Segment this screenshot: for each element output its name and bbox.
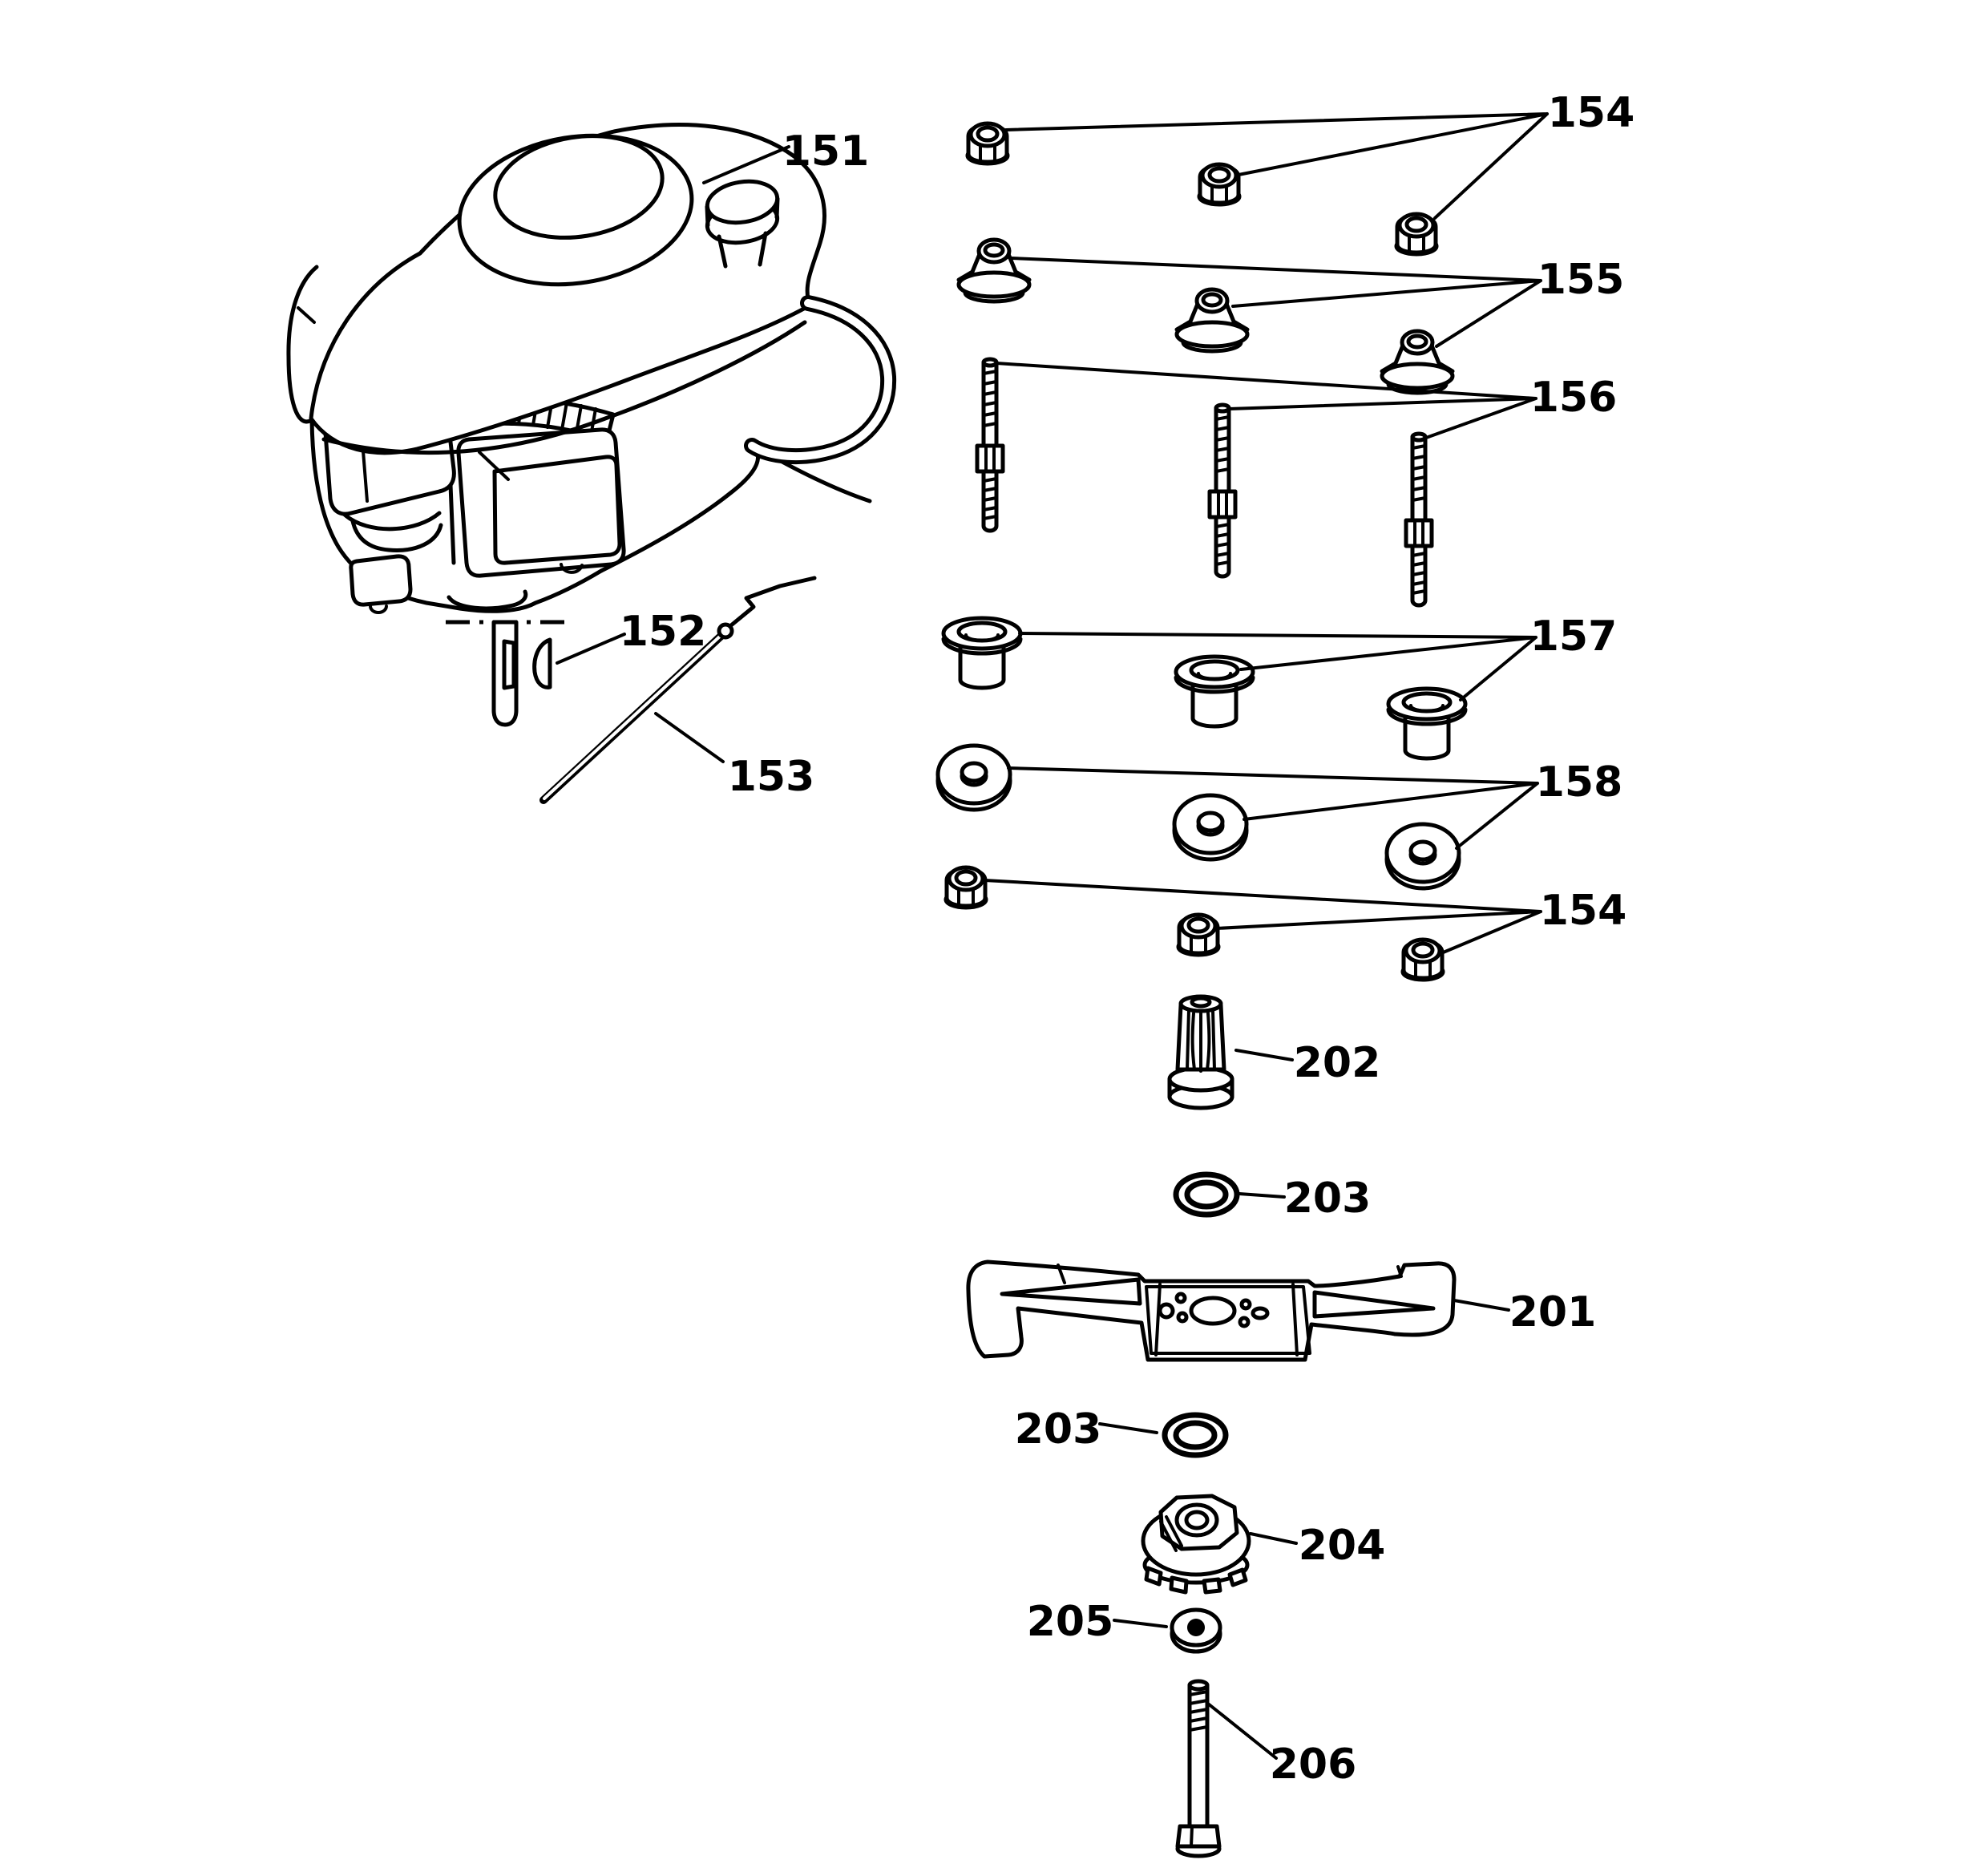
label-locknut-top: 154 (1548, 89, 1635, 137)
label-locknut-bottom: 154 (1540, 887, 1627, 935)
blade-adapter-part (1141, 1494, 1251, 1595)
label-washer-upper: 203 (1284, 1175, 1372, 1223)
label-dipstick-rod: 153 (728, 753, 815, 801)
spacer-cup-row (944, 618, 1465, 758)
locknut-row-top (968, 123, 1436, 254)
blade-bolt-part (1175, 1679, 1222, 1858)
woodruff-key-part (532, 637, 552, 689)
label-spacer-cup: 157 (1530, 613, 1618, 661)
blade-coupling-part (1167, 994, 1234, 1110)
label-small-washer: 205 (1027, 1598, 1114, 1646)
label-blade: 201 (1509, 1288, 1597, 1336)
part-number-labels: 151 152 153 154 155 156 157 158 154 201 … (620, 89, 1635, 1789)
label-woodruff-key: 152 (620, 608, 707, 656)
washer-upper-part (1176, 1175, 1237, 1215)
label-washer-lower: 203 (1015, 1405, 1102, 1453)
label-flat-washer: 158 (1536, 758, 1623, 807)
washer-lower-part (1165, 1415, 1226, 1455)
label-blade-coupling: 202 (1294, 1039, 1381, 1087)
stud-row (977, 359, 1432, 605)
engine-illustration (286, 123, 897, 614)
leader-lines (556, 112, 1549, 1760)
locknut-row-bottom (946, 867, 1443, 980)
blade-part (966, 1259, 1457, 1362)
label-blade-adapter: 204 (1299, 1522, 1386, 1570)
dipstick-rod-part (539, 576, 817, 804)
label-blade-bolt: 206 (1270, 1741, 1357, 1789)
crankshaft-and-key (446, 620, 566, 727)
small-washer-part (1170, 1607, 1222, 1654)
label-mount-grommet: 155 (1537, 256, 1625, 304)
mount-grommet-row (959, 240, 1453, 393)
label-engine: 151 (782, 127, 870, 176)
label-stud: 156 (1530, 374, 1618, 422)
